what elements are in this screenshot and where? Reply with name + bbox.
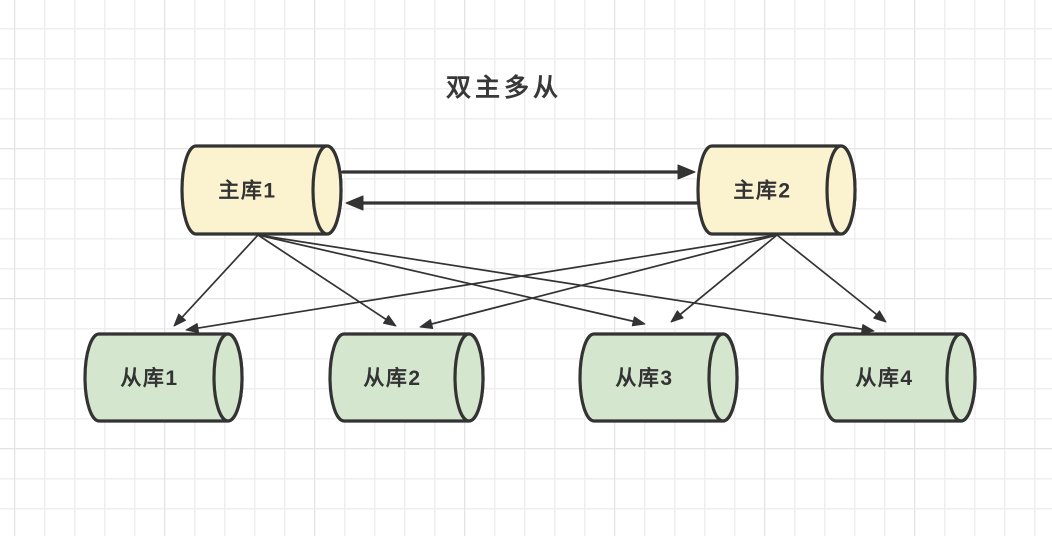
- node-label-master2: 主库2: [733, 179, 791, 203]
- edge-master2-to-slave3: [670, 234, 778, 323]
- node-master1[interactable]: 主库1: [180, 144, 343, 236]
- edge-master2-to-slave2: [419, 234, 778, 329]
- node-label-slave1: 从库1: [120, 366, 178, 390]
- node-slave4[interactable]: 从库4: [820, 332, 977, 423]
- edge-master1-to-slave4: [257, 234, 875, 335]
- node-label-slave2: 从库2: [363, 366, 421, 390]
- edge-master1-to-slave2: [257, 234, 397, 327]
- edge-master2-to-slave4: [776, 234, 887, 323]
- edge-master2-to-master1: [345, 195, 699, 211]
- edge-master1-to-slave1: [173, 234, 259, 327]
- node-slave3[interactable]: 从库3: [578, 332, 739, 423]
- node-label-slave4: 从库4: [855, 366, 913, 390]
- node-slave1[interactable]: 从库1: [83, 332, 244, 423]
- edge-master1-to-slave3: [257, 234, 646, 327]
- node-label-master1: 主库1: [218, 179, 276, 203]
- node-label-slave3: 从库3: [615, 366, 673, 390]
- diagram-title: 双主多从: [446, 74, 563, 102]
- edge-master2-to-slave1: [185, 234, 778, 334]
- node-slave2[interactable]: 从库2: [328, 332, 485, 423]
- node-master2[interactable]: 主库2: [696, 144, 857, 236]
- edge-master1-to-master2: [341, 164, 696, 180]
